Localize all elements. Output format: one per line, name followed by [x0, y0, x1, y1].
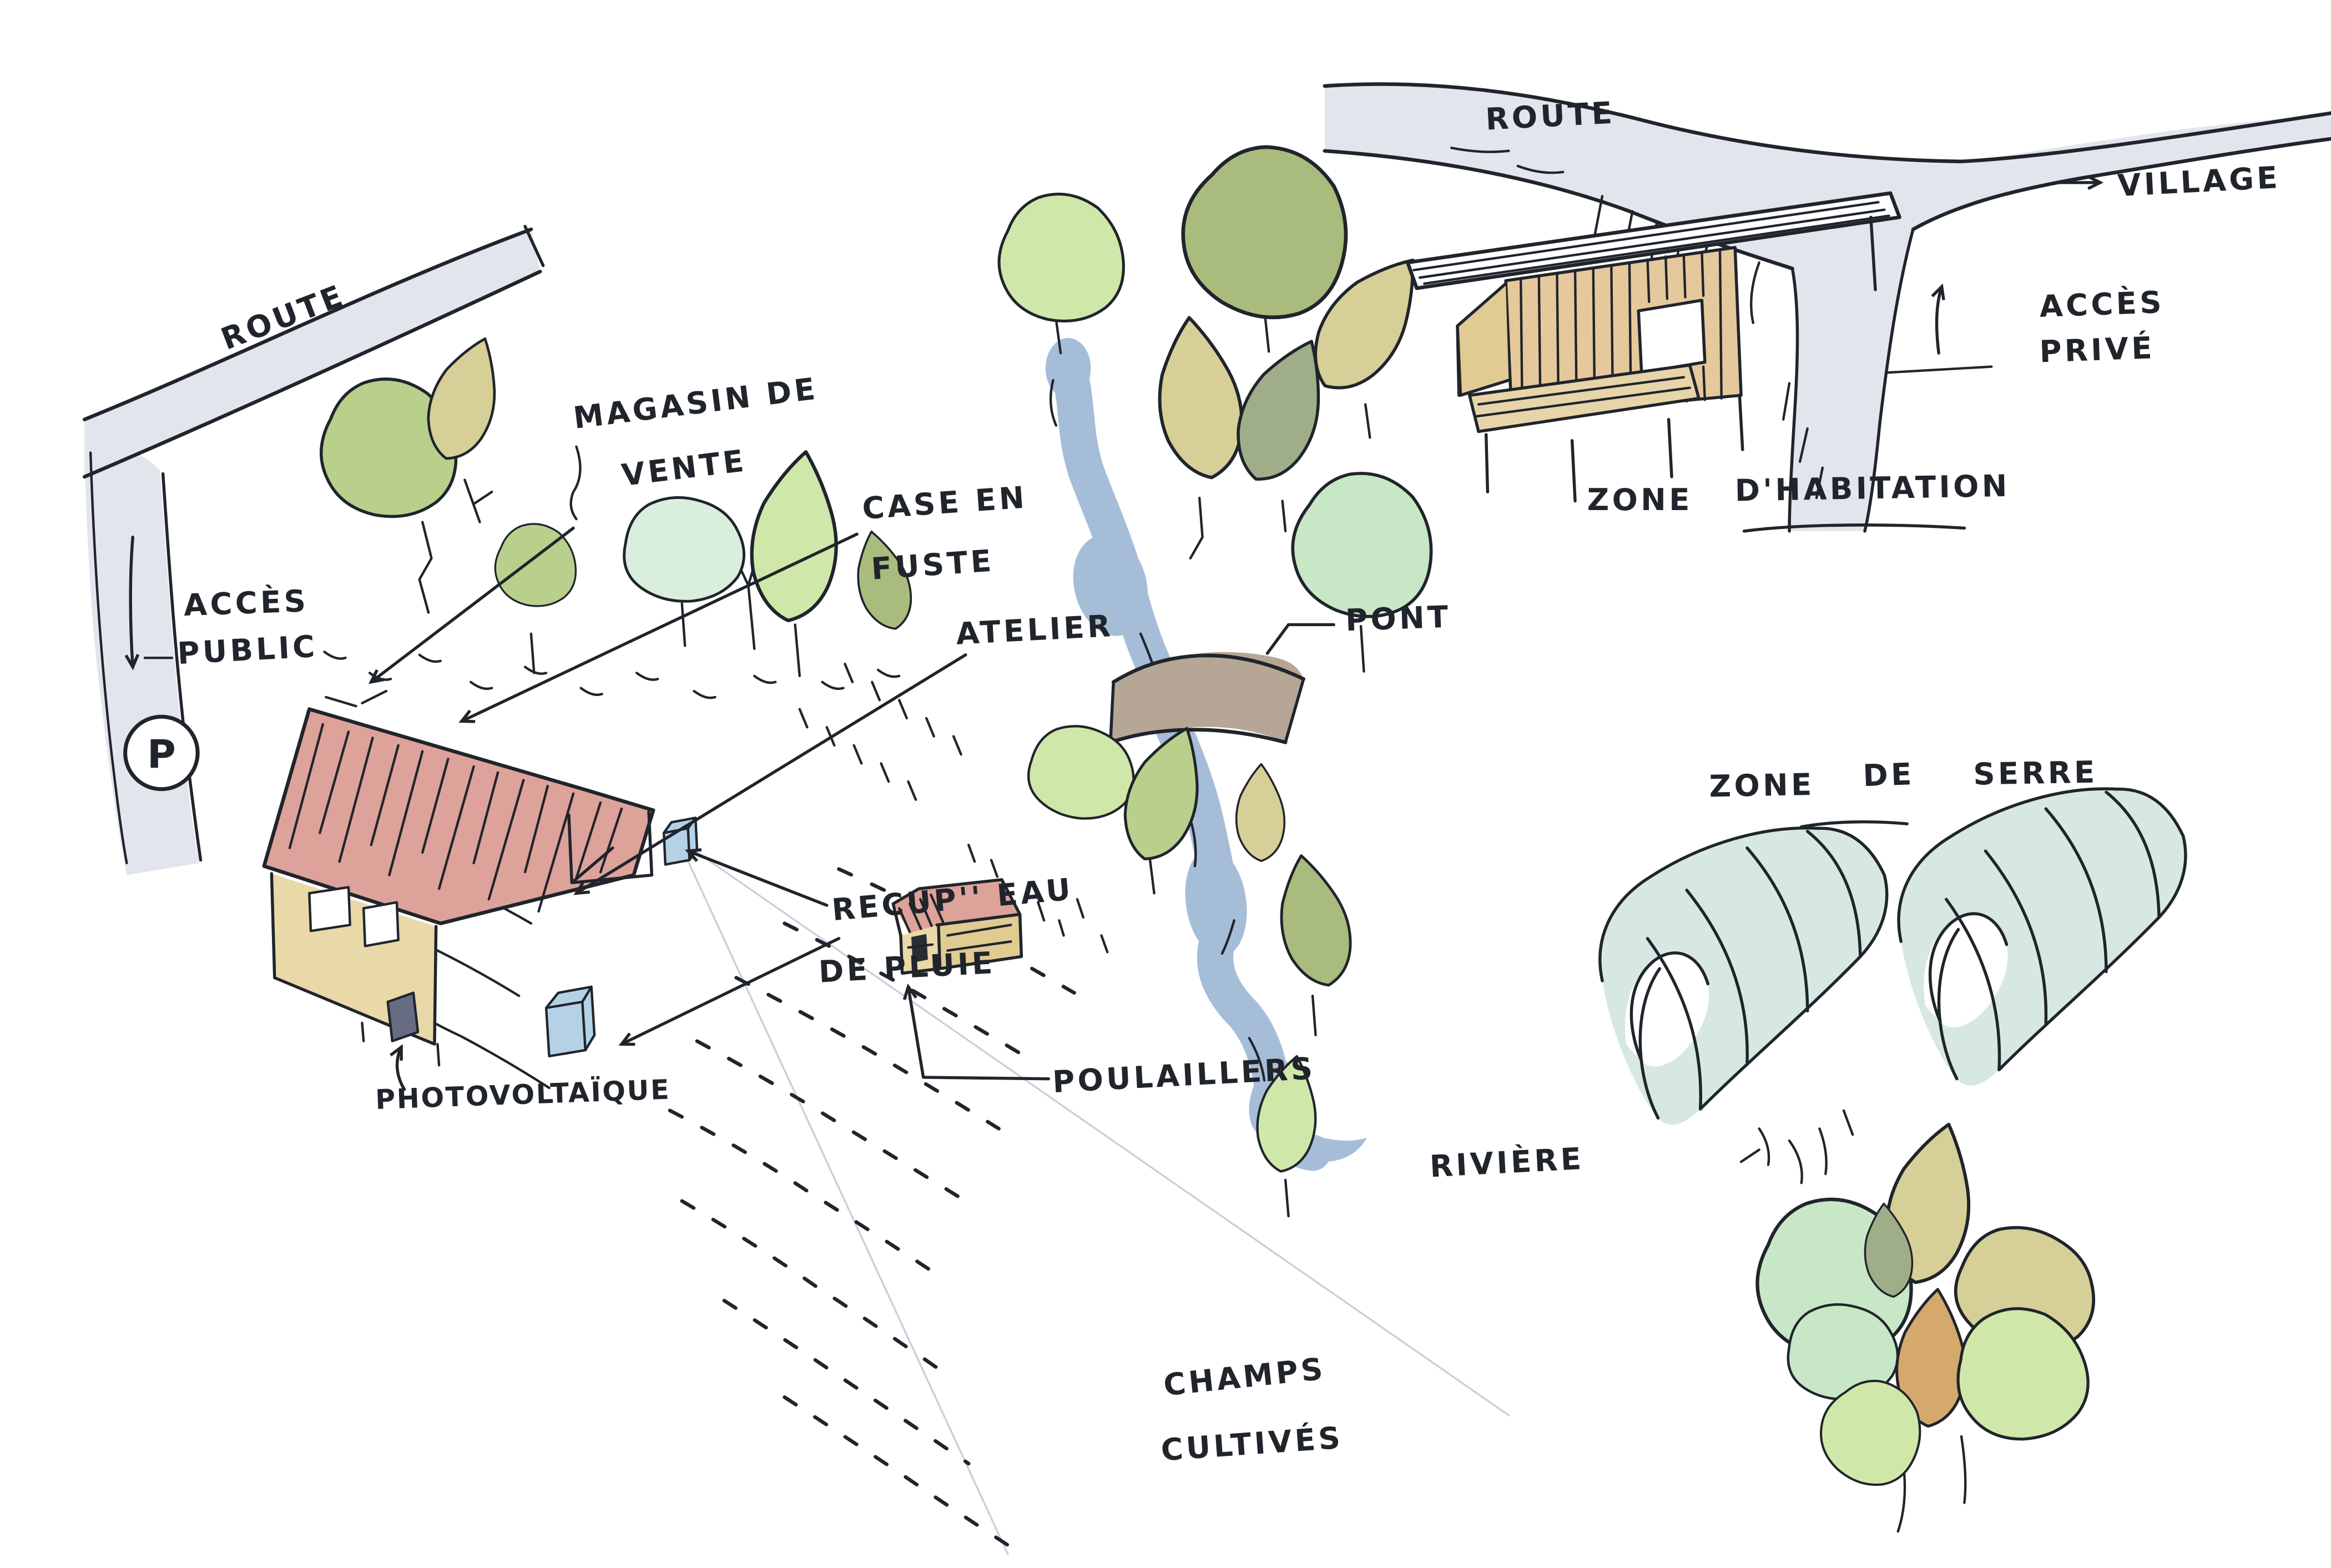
label-case-fuste-1: CASE EN — [861, 480, 1028, 526]
label-zone-serre-3: SERRE — [1973, 755, 2098, 792]
label-acces-public-1: ACCÈS — [183, 582, 309, 623]
label-zone-habitation-2: D'HABITATION — [1734, 468, 2010, 508]
parking-badge: P — [123, 714, 200, 791]
leader-arrows — [124, 175, 2104, 1091]
shop-workshop-building — [262, 689, 655, 1067]
leader-recup-cube1 — [684, 848, 829, 907]
leader-recup-cube2 — [618, 937, 841, 1046]
label-champs-2: CULTIVÉS — [1160, 1419, 1345, 1468]
tree — [1148, 312, 1250, 483]
label-acces-public-2: PUBLIC — [176, 629, 319, 671]
label-photovoltaique: PHOTOVOLTAÏQUE — [375, 1073, 671, 1116]
arrow-acces-prive — [1931, 283, 1945, 355]
leader-photovoltaique — [390, 1044, 406, 1091]
label-acces-prive-1: ACCÈS — [2039, 284, 2165, 324]
greenhouse-tunnel-1 — [1600, 828, 1887, 1125]
trees-river-corridor — [999, 125, 1444, 1218]
label-champs-1: CHAMPS — [1162, 1351, 1327, 1403]
label-zone-habitation-1: ZONE — [1587, 482, 1693, 517]
label-riviere: RIVIÈRE — [1429, 1140, 1585, 1184]
label-route-top: ROUTE — [1485, 95, 1616, 137]
label-case-fuste-2: FUSTE — [870, 543, 996, 587]
top-road — [1323, 82, 2331, 533]
label-village: VILLAGE — [2117, 160, 2281, 203]
shop-window — [309, 887, 350, 931]
underline-habitation — [1742, 523, 1966, 533]
labels: ROUTE ACCÈS PUBLIC MAGASIN DE VENTE CASE… — [176, 95, 2281, 1468]
arrow-acces-public — [124, 536, 140, 670]
tree — [617, 489, 750, 610]
greenhouse-tunnel-2 — [1899, 789, 2186, 1086]
leader-case-fuste — [458, 532, 859, 723]
tree — [745, 447, 846, 625]
label-pont: PONT — [1345, 599, 1451, 638]
underline-serre — [1800, 820, 1909, 829]
tree — [1268, 849, 1359, 992]
leader-magasin — [368, 526, 575, 684]
label-atelier: ATELIER — [955, 608, 1114, 652]
carport-posts — [567, 810, 654, 885]
bridge — [1108, 652, 1305, 744]
label-zone-serre-1: ZONE — [1709, 767, 1815, 804]
dwelling-building — [1406, 191, 1901, 503]
shop-window — [364, 902, 398, 946]
leader-pont — [1265, 623, 1335, 655]
coop-door — [911, 934, 928, 963]
label-zone-serre-2: DE — [1863, 757, 1915, 793]
trees-left-cluster — [321, 329, 920, 678]
chicken-coop — [891, 878, 1023, 975]
parking-letter: P — [147, 732, 176, 778]
label-magasin-1: MAGASIN DE — [572, 371, 820, 436]
leader-atelier — [573, 653, 967, 895]
leader-poulaillers — [902, 983, 1051, 1081]
tree — [1235, 763, 1286, 862]
trees-bottom-right-cluster — [1739, 1109, 2101, 1533]
dwelling-window — [1638, 300, 1705, 373]
rainwater-cube-1 — [662, 816, 699, 866]
dwelling-posts — [1456, 215, 1877, 503]
label-magasin-2: VENTE — [620, 443, 749, 493]
label-acces-prive-2: PRIVÉ — [2039, 329, 2156, 369]
rainwater-cube-2 — [544, 985, 596, 1058]
tree — [999, 194, 1123, 321]
photovoltaic-panel — [386, 991, 420, 1042]
label-recup-2: DE PLUIE — [818, 945, 997, 990]
